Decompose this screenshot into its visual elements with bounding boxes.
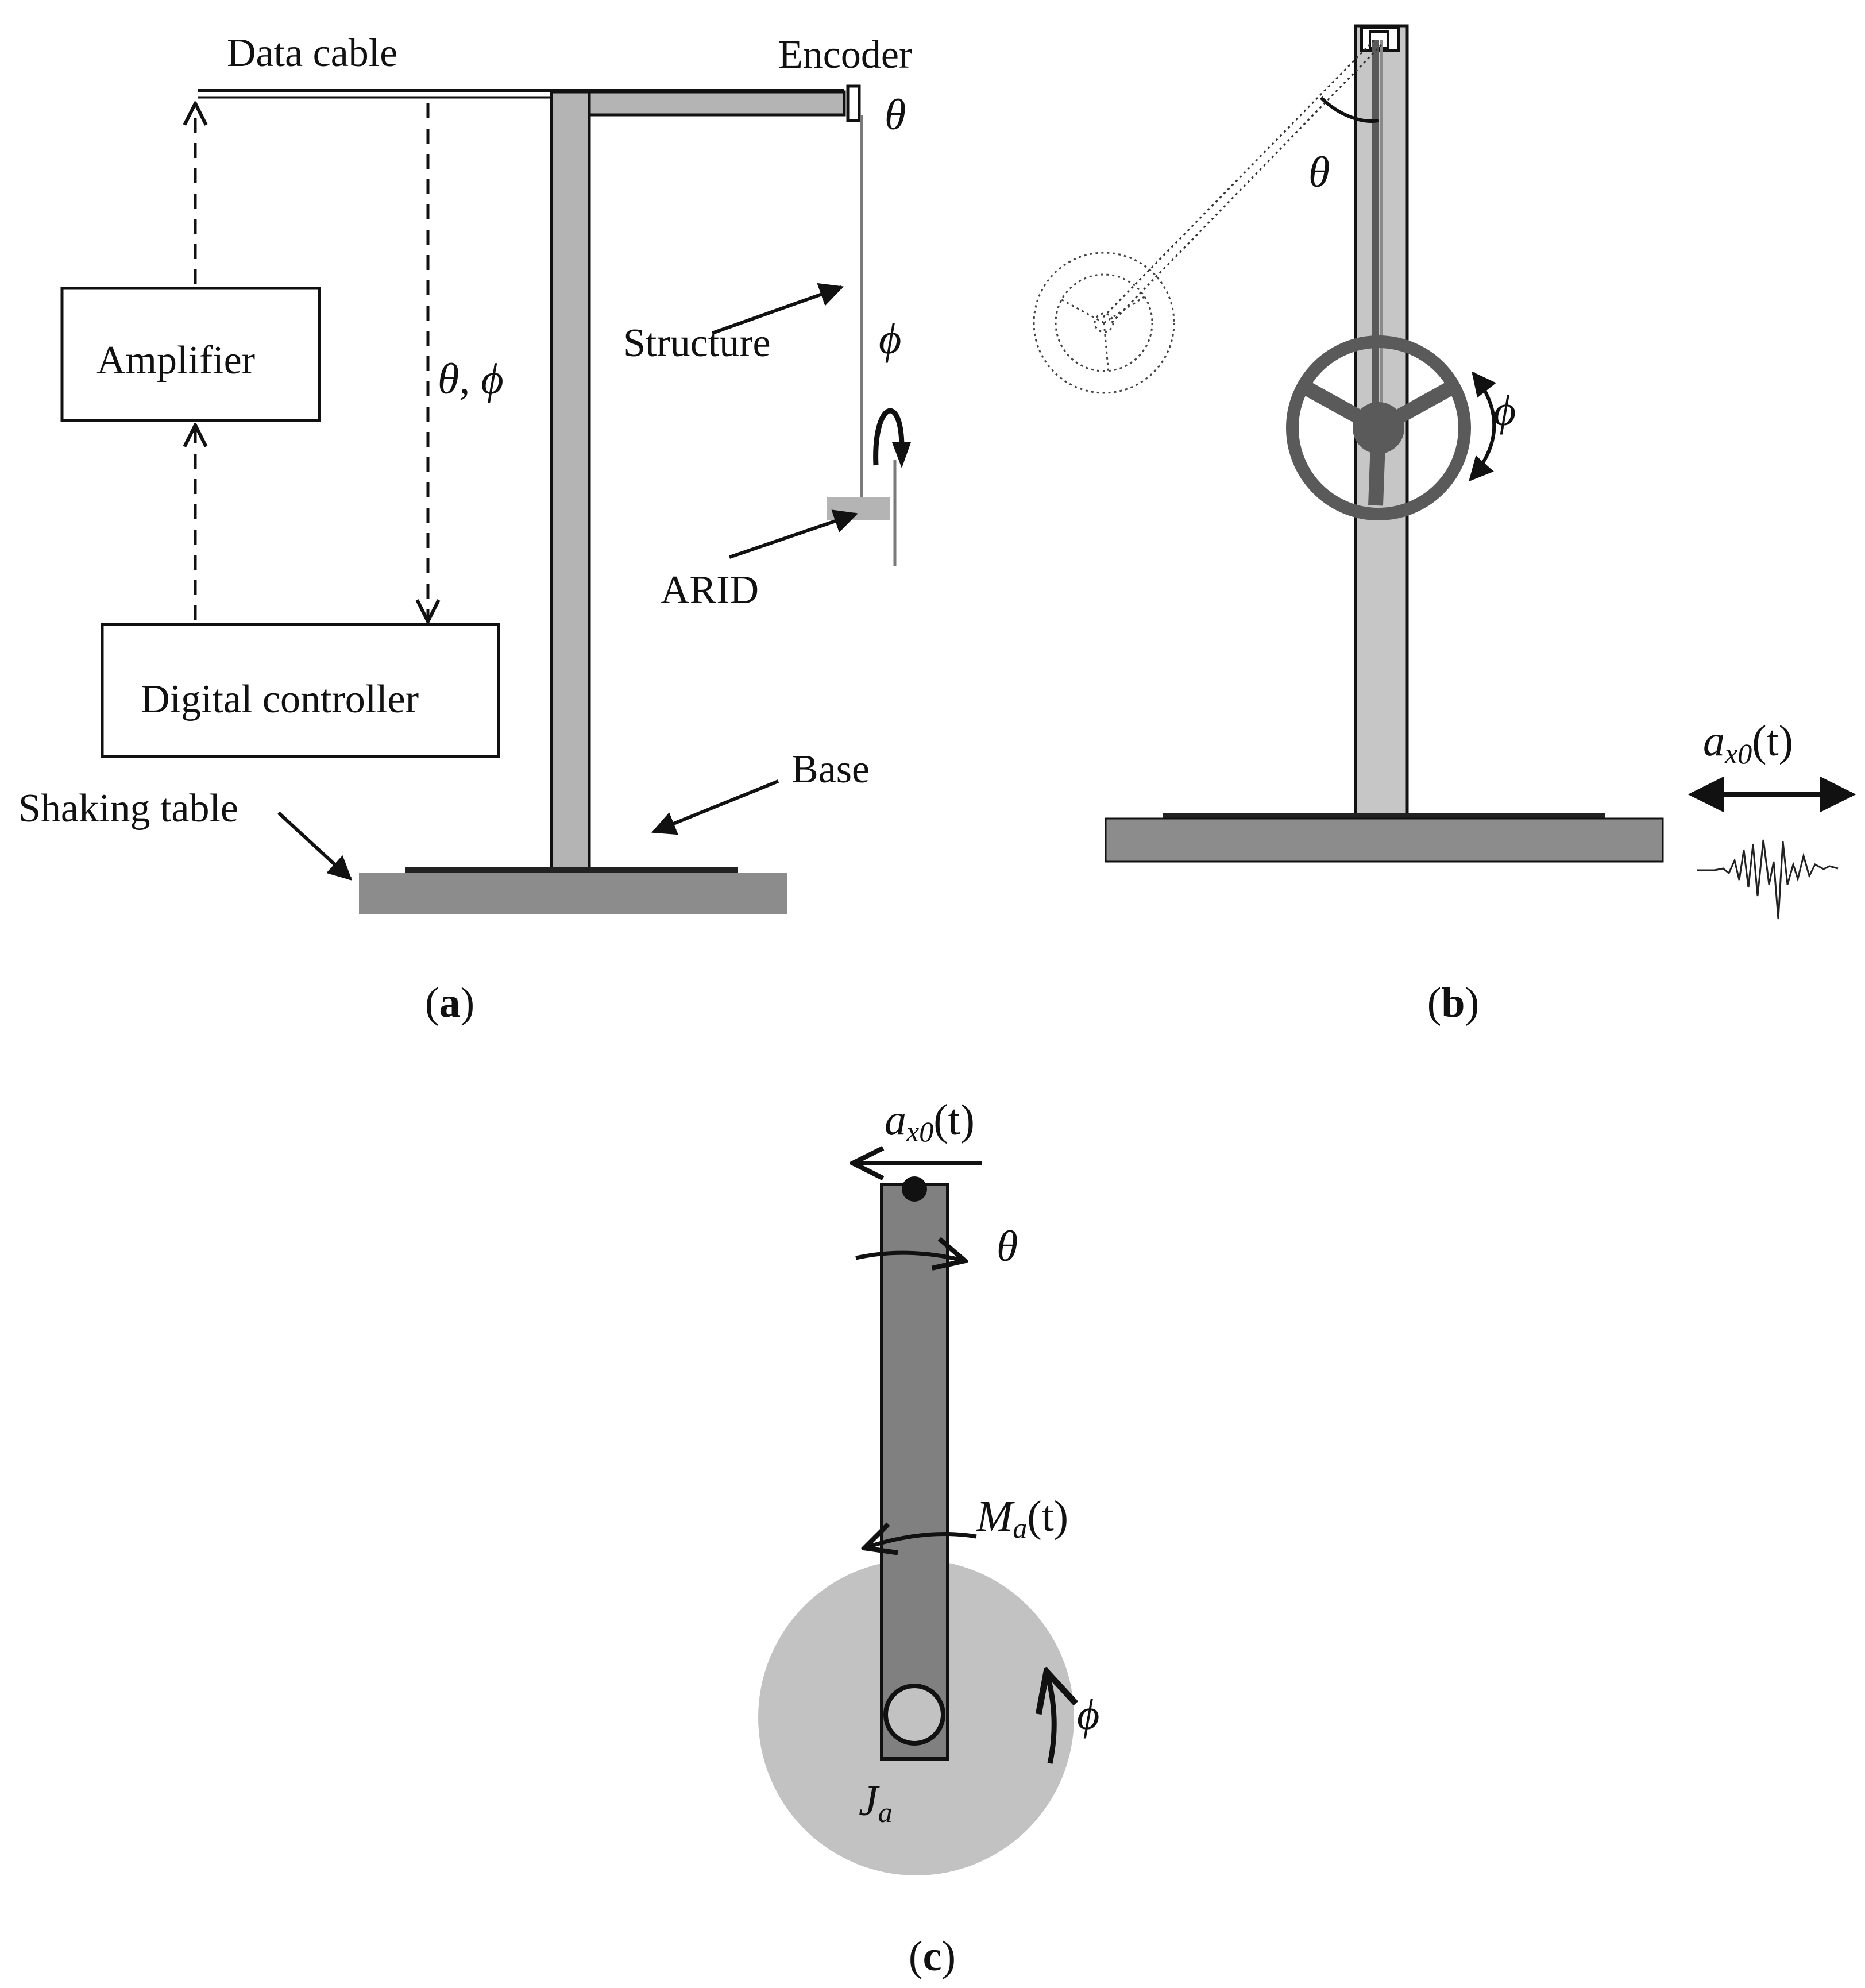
base-plate-b (1105, 813, 1664, 863)
digital-controller-label: Digital controller (141, 677, 419, 721)
caption-a: (a) (425, 979, 474, 1026)
phi-label-a: ϕ (879, 315, 901, 363)
arid-label: ARID (661, 568, 759, 612)
theta-rotation-arrow-c (855, 1253, 965, 1261)
theta-arc-b (1319, 96, 1379, 123)
theta-label-c: θ (997, 1222, 1018, 1271)
amplifier-label: Amplifier (96, 338, 255, 383)
moment-arrow-c (864, 1534, 977, 1549)
phi-label-c: ϕ (1077, 1690, 1099, 1739)
acceleration-label-b: ax0(t) (1703, 717, 1793, 770)
base-plate-a (405, 867, 738, 873)
pendulum-rod (1372, 40, 1383, 425)
caption-b: (b) (1427, 979, 1479, 1026)
phi-label-b: ϕ (1493, 387, 1516, 435)
base-label: Base (791, 747, 870, 792)
theta-label-b: θ (1308, 148, 1330, 196)
panel-b: θ ϕ ax0(t) (b) (1033, 24, 1856, 1026)
encoder-label: Encoder (778, 33, 912, 77)
hub-circle (883, 1684, 945, 1746)
shaking-table-arrow (277, 811, 353, 881)
pendulum-rod-c (880, 1183, 949, 1761)
shaking-table-label: Shaking table (18, 786, 238, 831)
encoder (846, 84, 861, 122)
structure-label: Structure (623, 321, 771, 365)
ground-motion-waveform (1697, 839, 1839, 920)
panel-c: ax0(t) θ Ma(t) ϕ Ja (c) (758, 1096, 1099, 1980)
structure-arrow (711, 283, 844, 335)
arid-arrow (729, 509, 858, 559)
panel-a: Data cable Encoder θ ϕ Structure ARID (18, 31, 912, 1026)
theta-phi-label: θ, ϕ (438, 355, 504, 403)
phi-rotation-arrow-c (1047, 1672, 1054, 1764)
inertia-label-c: Ja (859, 1777, 893, 1828)
amplifier-box (60, 287, 321, 422)
acceleration-label-c: ax0(t) (885, 1096, 975, 1148)
displaced-pendulum-dotted (1033, 39, 1383, 394)
shaking-table-a (359, 873, 787, 914)
base-arrow (651, 779, 779, 835)
caption-c: (c) (909, 1933, 956, 1980)
arid-wheel (1286, 335, 1471, 520)
phi-rotation-arrow-a (873, 408, 911, 468)
frame-column (550, 90, 846, 872)
moment-label-c: Ma(t) (976, 1492, 1068, 1544)
digital-controller-box (101, 623, 500, 758)
data-cable-label: Data cable (227, 31, 397, 75)
theta-label-a: θ (885, 91, 906, 139)
pivot-point (902, 1176, 927, 1202)
phi-rotation-arrow-b (1469, 371, 1496, 482)
